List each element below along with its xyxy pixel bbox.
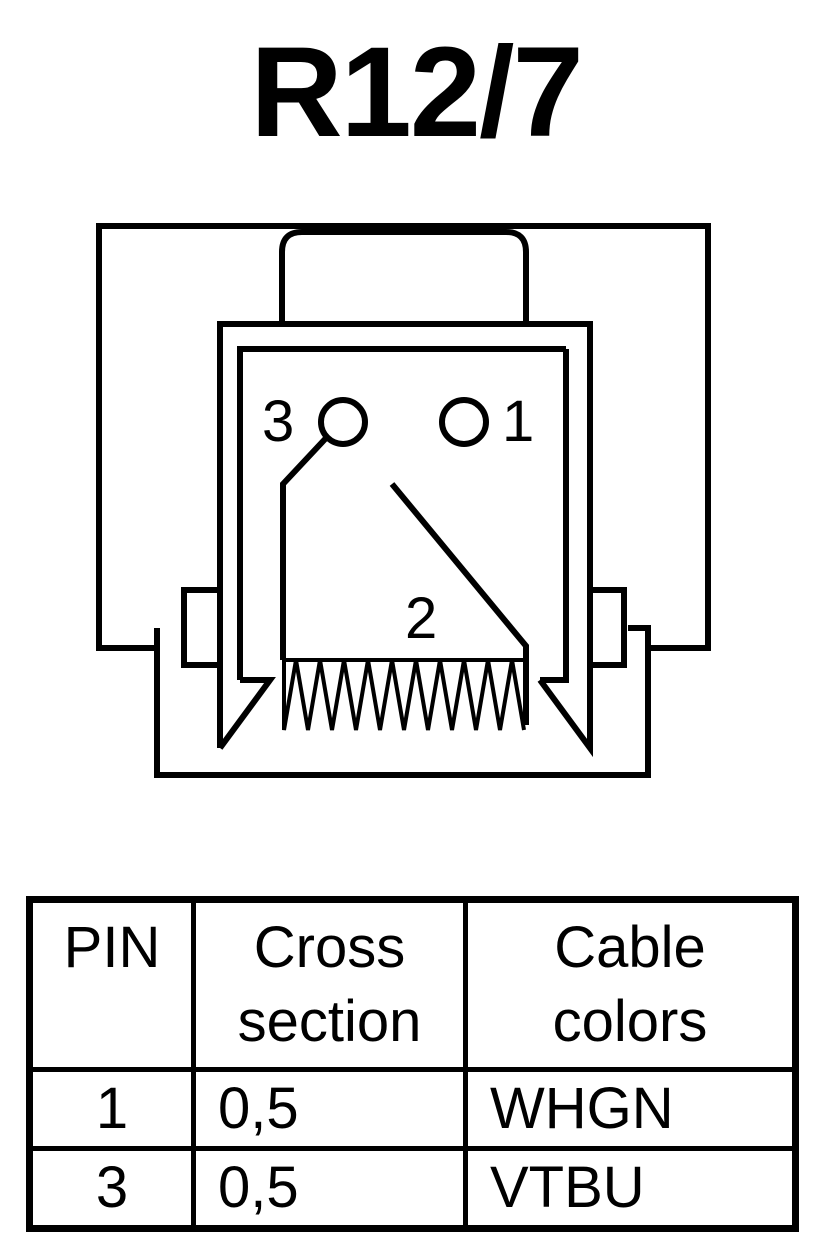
left-latch xyxy=(217,677,276,750)
base-plate xyxy=(154,625,651,778)
pin-3-contact xyxy=(318,397,368,447)
cell-cable-color: WHGN xyxy=(463,1067,798,1151)
table-row: 3 0,5 VTBU xyxy=(27,1146,798,1231)
pin-2-trace xyxy=(389,482,529,725)
socket-cavity xyxy=(237,346,566,680)
diagram-title: R12/7 xyxy=(250,21,584,164)
header-pin: PIN xyxy=(27,897,196,1072)
cell-cable-color: VTBU xyxy=(463,1146,798,1231)
pin-label-2: 2 xyxy=(405,586,437,651)
right-clip xyxy=(590,587,627,668)
pin-table: PIN Cross section Cable colors 1 0,5 WHG… xyxy=(26,896,799,1232)
pin-label-1: 1 xyxy=(502,389,534,454)
pin-1-contact xyxy=(439,397,489,447)
header-cross-section: Cross section xyxy=(191,897,468,1072)
cell-cross-section: 0,5 xyxy=(191,1067,468,1151)
pin-label-3: 3 xyxy=(262,389,294,454)
cell-cross-section: 0,5 xyxy=(191,1146,468,1231)
pin-3-trace xyxy=(280,434,330,660)
table-header-row: PIN Cross section Cable colors xyxy=(27,897,798,1072)
housing-outline xyxy=(96,223,711,651)
socket-shell xyxy=(217,321,593,758)
right-latch xyxy=(540,349,569,683)
top-tab xyxy=(279,229,529,324)
header-cable-colors: Cable colors xyxy=(463,897,798,1072)
spring-contact xyxy=(282,659,526,731)
cell-pin: 3 xyxy=(27,1146,196,1231)
cell-pin: 1 xyxy=(27,1067,196,1151)
table-row: 1 0,5 WHGN xyxy=(27,1067,798,1151)
left-clip xyxy=(181,587,220,668)
connector-diagram: 3 1 2 xyxy=(96,223,711,778)
